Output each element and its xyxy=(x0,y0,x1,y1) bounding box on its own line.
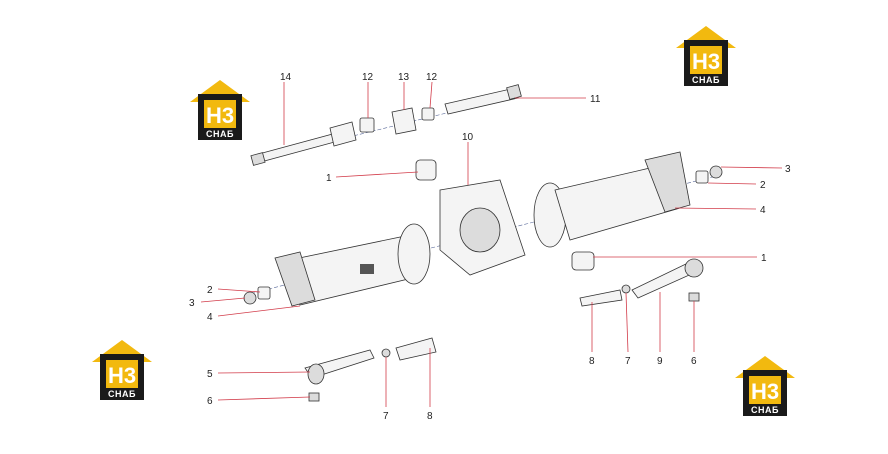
logo-subtitle: СНАБ xyxy=(206,129,234,139)
part-1-bushing-bottom xyxy=(571,251,595,271)
part-14-shaft xyxy=(254,131,343,164)
part-3-ring-right xyxy=(709,165,723,179)
callout-7-right: 7 xyxy=(625,356,631,367)
callout-1-top: 1 xyxy=(326,173,332,184)
logo-subtitle: СНАБ xyxy=(692,75,720,85)
part-13-joint xyxy=(391,107,417,135)
callout-1-bottom: 1 xyxy=(761,253,767,264)
part-7-washer-left xyxy=(381,348,391,358)
tie-rod-right xyxy=(579,258,704,307)
logo-letters: Н3 xyxy=(692,49,720,74)
logo-subtitle: СНАБ xyxy=(108,389,136,399)
callout-12-left: 12 xyxy=(362,72,374,83)
part-11-shaft xyxy=(444,87,519,115)
logo-letters: Н3 xyxy=(108,363,136,388)
callout-2-left: 2 xyxy=(207,285,213,296)
callout-leaders xyxy=(200,81,783,407)
part-6-nut-left xyxy=(308,392,320,402)
part-3-ring-left xyxy=(243,291,257,305)
part-8-rod-right xyxy=(579,289,623,307)
logo-letters: Н3 xyxy=(751,379,779,404)
part-12-cross-right xyxy=(421,107,435,121)
part-7-washer-right xyxy=(621,284,631,294)
callout-13: 13 xyxy=(398,72,410,83)
callout-7-left: 7 xyxy=(383,411,389,422)
brand-logo-top-right: Н3 СНАБ xyxy=(676,26,736,86)
callout-4-left: 4 xyxy=(207,312,213,323)
brand-logo-top-left: Н3 СНАБ xyxy=(190,80,250,140)
part-1-bushing-top xyxy=(415,159,437,181)
callout-9: 9 xyxy=(657,356,663,367)
callout-6-right: 6 xyxy=(691,356,697,367)
part-2-sleeve-left xyxy=(257,286,271,300)
callout-10: 10 xyxy=(462,132,474,143)
callout-3-right: 3 xyxy=(785,164,791,175)
callout-labels: 14 12 13 12 11 10 1 3 2 4 1 2 3 4 5 6 7 … xyxy=(189,72,791,422)
part-2-sleeve-right xyxy=(695,170,709,184)
part-12-cross-left xyxy=(359,117,375,133)
axle-housing xyxy=(243,151,723,307)
part-8-rod-left xyxy=(395,337,437,361)
callout-14: 14 xyxy=(280,72,292,83)
callout-8-right: 8 xyxy=(589,356,595,367)
brand-logo-bottom-right: Н3 СНАБ xyxy=(735,356,795,416)
callout-11: 11 xyxy=(590,94,601,105)
callout-12-right: 12 xyxy=(426,72,438,83)
tie-rod-left xyxy=(304,337,437,402)
callout-4-right: 4 xyxy=(760,205,766,216)
callout-8-left: 8 xyxy=(427,411,433,422)
axle-shaft-assembly xyxy=(250,84,522,166)
logo-letters: Н3 xyxy=(206,103,234,128)
callout-6-left: 6 xyxy=(207,396,213,407)
callout-5: 5 xyxy=(207,369,213,380)
callout-3-left: 3 xyxy=(189,298,195,309)
part-6-nut-right xyxy=(688,292,700,302)
callout-2-right: 2 xyxy=(760,180,766,191)
logo-subtitle: СНАБ xyxy=(751,405,779,415)
brand-logo-bottom-left: Н3 СНАБ xyxy=(92,340,152,400)
